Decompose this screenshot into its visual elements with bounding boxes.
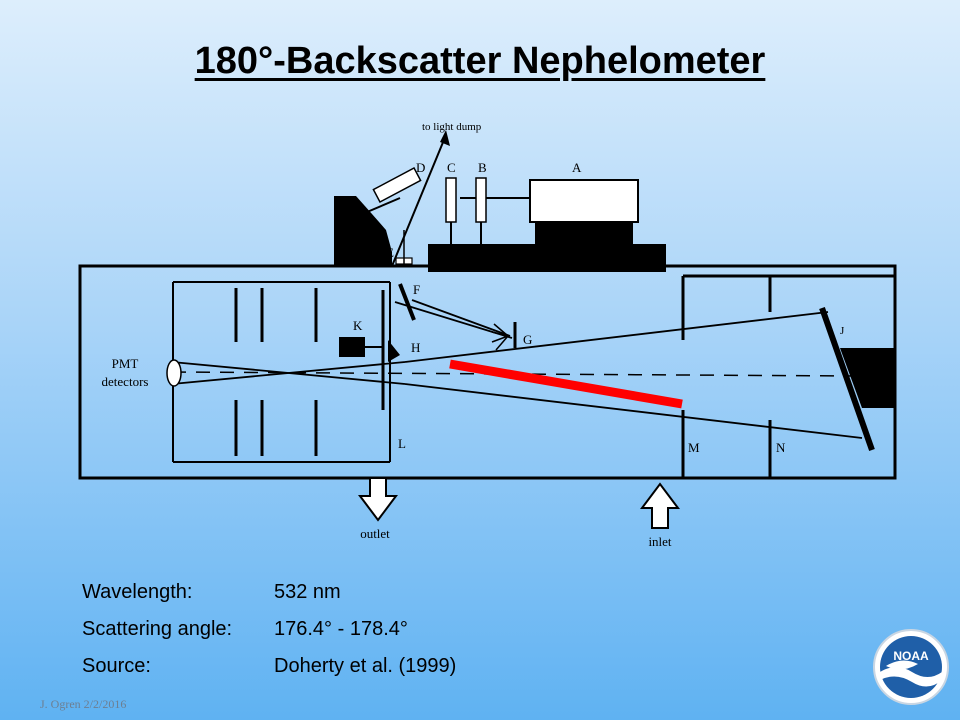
- detector-g: [491, 322, 517, 351]
- label-m: M: [688, 440, 700, 455]
- label-inlet: inlet: [648, 534, 671, 549]
- label-n: N: [776, 440, 786, 455]
- spec-value: 532 nm: [274, 581, 341, 603]
- spec-row-wavelength: Wavelength: 532 nm: [82, 574, 456, 611]
- label-h: H: [411, 340, 420, 355]
- label-outlet: outlet: [360, 526, 390, 541]
- label-pmt: PMT: [112, 356, 139, 371]
- highlighted-sample-volume: [449, 359, 683, 409]
- optic-c: [445, 177, 457, 223]
- spec-label: Wavelength:: [82, 581, 193, 603]
- logo-text: NOAA: [893, 649, 929, 663]
- slide-title-text: 180°-Backscatter Nephelometer: [194, 40, 766, 82]
- flow-ports: [358, 477, 680, 529]
- label-c: C: [447, 160, 456, 175]
- laser-assembly: [334, 130, 666, 362]
- baffles: [381, 274, 895, 480]
- label-k: K: [353, 318, 363, 333]
- light-paths: [171, 299, 863, 439]
- label-l: L: [398, 436, 406, 451]
- label-a: A: [572, 160, 582, 175]
- spec-label: Scattering angle:: [82, 618, 233, 640]
- inlet-arrow: [640, 482, 680, 529]
- label-d: D: [416, 160, 425, 175]
- spec-list: Wavelength: 532 nm Scattering angle: 176…: [82, 574, 456, 685]
- spec-value: 176.4° - 178.4°: [274, 618, 408, 640]
- author-credit: J. Ogren 2/2/2016: [40, 697, 127, 711]
- label-light-dump: to light dump: [422, 121, 482, 133]
- spec-row-angle: Scattering angle: 176.4° - 178.4°: [82, 611, 456, 648]
- spec-row-source: Source: Doherty et al. (1999): [82, 648, 456, 685]
- laser-a: [529, 179, 639, 223]
- label-j: J: [840, 325, 845, 337]
- outlet-arrow: [358, 477, 398, 522]
- noaa-logo-icon: NOAA: [873, 629, 949, 705]
- label-g: G: [523, 332, 532, 347]
- label-e: E: [386, 245, 394, 260]
- label-f: F: [413, 282, 420, 297]
- label-detectors: detectors: [102, 374, 149, 389]
- optic-b: [475, 177, 487, 223]
- mirror-d: [372, 167, 422, 203]
- slide-title: 180°-Backscatter Nephelometer: [0, 40, 960, 83]
- detector-chamber: [172, 281, 391, 463]
- pmt-lens: [166, 359, 182, 387]
- label-b: B: [478, 160, 487, 175]
- spec-value: Doherty et al. (1999): [274, 655, 457, 677]
- mirror-j: [819, 307, 895, 451]
- spec-label: Source:: [82, 655, 151, 677]
